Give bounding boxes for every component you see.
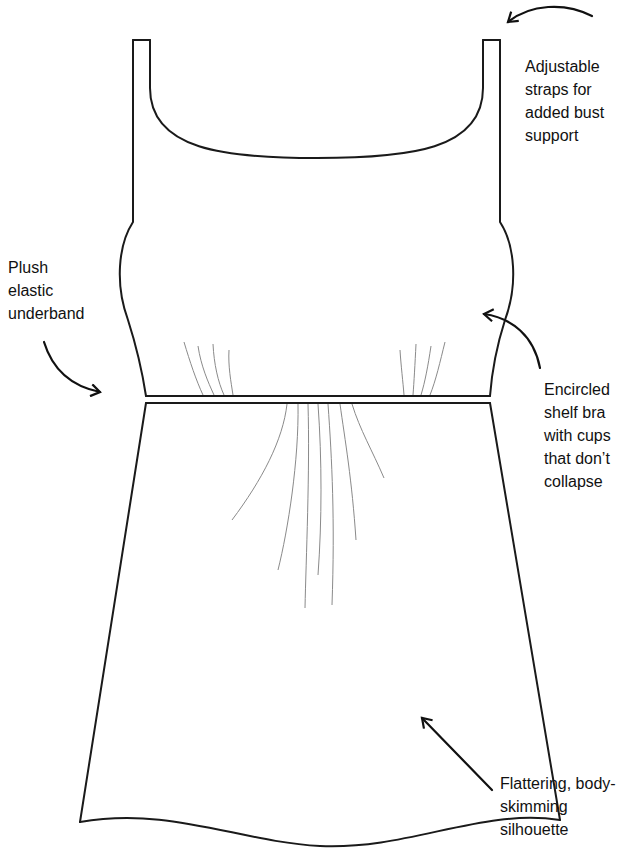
callout-label: Encircled shelf bra with cups that don’t… [544, 378, 634, 493]
leader-arrow [484, 314, 540, 368]
gather-lines [184, 342, 445, 608]
tankini-outline [80, 40, 560, 846]
callout-label: Plush elastic underband [8, 256, 94, 325]
leader-arrow [508, 7, 592, 22]
leader-arrows [44, 7, 592, 790]
callout-label: Flattering, body-skimming silhouette [500, 772, 620, 841]
callout-label: Adjustable straps for added bust support [525, 55, 629, 147]
leader-arrow [44, 342, 100, 392]
leader-arrow [422, 718, 492, 790]
